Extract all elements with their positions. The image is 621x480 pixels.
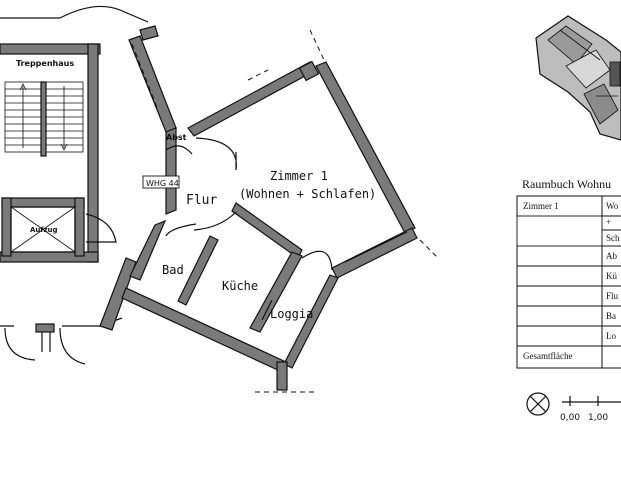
table-cell	[601, 215, 621, 231]
label-flur: Flur	[186, 193, 217, 208]
scale-label-0: 0,00	[560, 413, 580, 423]
label-aufzug: Aufzug	[30, 226, 58, 234]
table-cell	[516, 305, 603, 327]
table-row-label: Gesamtfläche	[523, 351, 572, 361]
apartment-walls	[99, 25, 439, 393]
label-loggia: Loggia	[270, 307, 313, 321]
table-outline	[516, 195, 621, 369]
table-row-value: Sch	[606, 233, 620, 243]
table-cell	[601, 345, 621, 369]
table-cell	[516, 265, 603, 287]
table-title: Raumbuch Wohnu	[522, 177, 611, 191]
table-row-label: Zimmer 1	[523, 201, 559, 211]
label-abst: Abst	[166, 133, 187, 142]
label-zimmer-subtitle: (Wohnen + Schlafen)	[239, 187, 376, 201]
scale-bar: 0,00 1,00	[560, 396, 621, 423]
label-whg: WHG 44	[146, 179, 179, 188]
table-cell	[516, 245, 603, 267]
table-row-value: Wo	[606, 201, 619, 211]
table-row-value: Flu	[606, 291, 619, 301]
label-bad: Bad	[162, 263, 184, 277]
table-row-value: +	[606, 217, 611, 227]
stair-treads	[4, 81, 84, 157]
table-cell	[516, 285, 603, 307]
table-row-value: Kü	[606, 271, 617, 281]
label-zimmer-title: Zimmer 1	[270, 169, 328, 183]
label-kueche: Küche	[222, 279, 258, 293]
apartment-number-tag: WHG 44	[142, 175, 180, 189]
table-cell	[517, 216, 602, 230]
table-row-value: Lo	[606, 331, 616, 341]
room-schedule: Raumbuch Wohnu Zimmer 1 Wo + SchAbKüFluBaLo…	[516, 177, 621, 369]
label-treppenhaus: Treppenhaus	[16, 59, 74, 68]
table-row-value: Ab	[606, 251, 617, 261]
table-cell	[516, 325, 603, 347]
table-cell	[517, 230, 602, 246]
north-arrow	[526, 392, 550, 416]
scale-label-1: 1,00	[588, 413, 608, 423]
staircase-block	[0, 5, 149, 365]
key-plan	[535, 15, 621, 141]
table-row-value: Ba	[606, 311, 616, 321]
elevator-shaft	[1, 197, 117, 257]
